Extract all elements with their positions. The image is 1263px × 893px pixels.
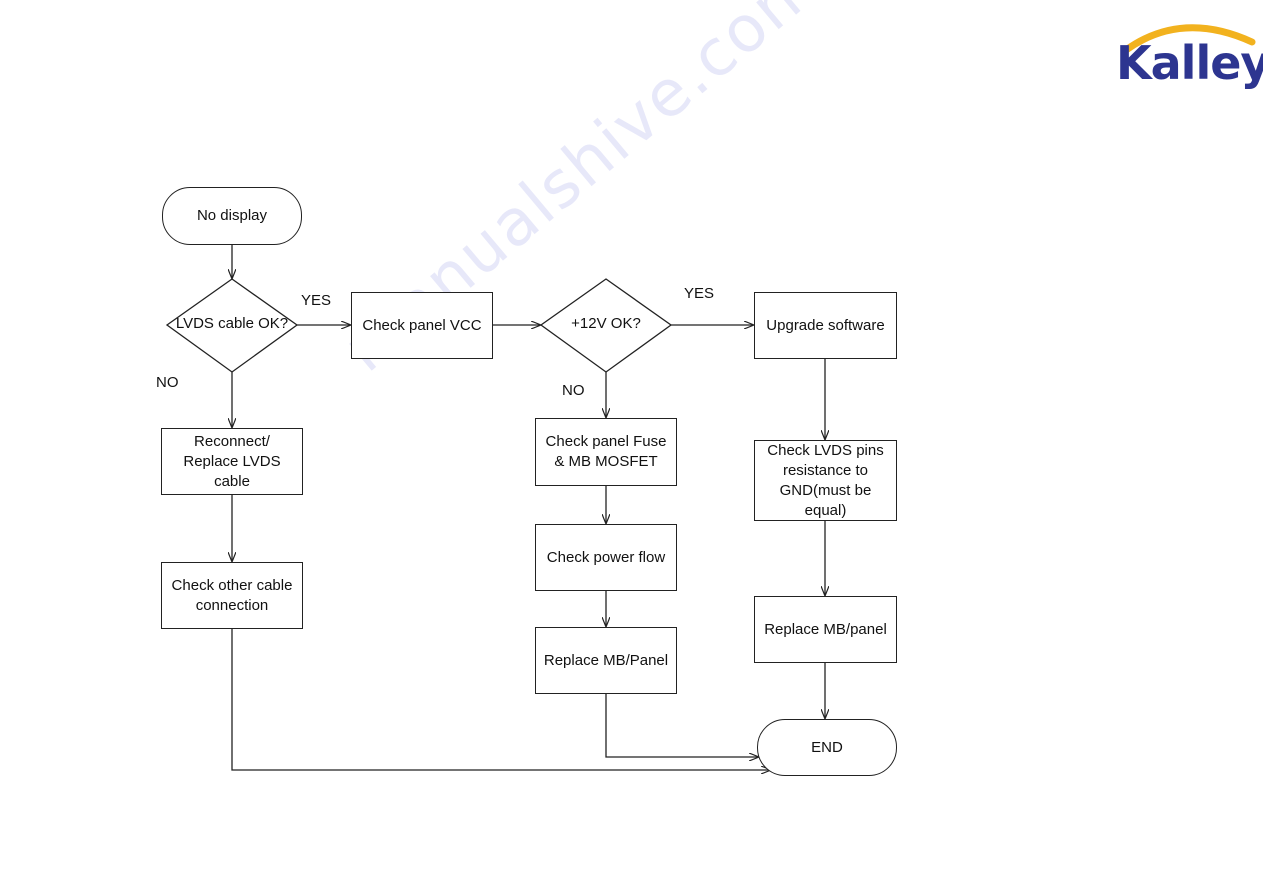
kalley-logo: Kalley xyxy=(1112,14,1263,96)
yes-label-lvds: YES xyxy=(301,292,332,309)
check-panel-vcc-label: Check panel VCC xyxy=(362,316,482,334)
lvds-decision-label: LVDS cable OK? xyxy=(175,315,289,332)
start-terminal: No display xyxy=(162,187,302,245)
upgrade-software-box: Upgrade software xyxy=(754,292,897,359)
reconnect-line-3: cable xyxy=(214,472,250,490)
lvds-pins-line-4: equal) xyxy=(804,501,847,519)
check-fuse-box: Check panel Fuse & MB MOSFET xyxy=(535,418,677,486)
reconnect-lvds-box: Reconnect/ Replace LVDS cable xyxy=(161,428,303,495)
check-power-flow-box: Check power flow xyxy=(535,524,677,591)
replace-right-label: Replace MB/panel xyxy=(764,620,887,638)
lvds-pins-line-2: resistance to xyxy=(782,461,869,479)
v12-decision-label: +12V OK? xyxy=(571,315,641,332)
start-label: No display xyxy=(196,207,268,224)
reconnect-line-1: Reconnect/ xyxy=(194,432,270,450)
check-other-cable-box: Check other cable connection xyxy=(161,562,303,629)
power-flow-label: Check power flow xyxy=(546,548,666,566)
lvds-pins-line-3: GND(must be xyxy=(779,481,872,499)
other-cable-line-1: Check other cable xyxy=(171,576,293,594)
check-lvds-pins-box: Check LVDS pins resistance to GND(must b… xyxy=(754,440,897,521)
fuse-line-2: & MB MOSFET xyxy=(554,453,658,470)
lvds-pins-line-1: Check LVDS pins xyxy=(767,441,884,459)
logo-text: Kalley xyxy=(1116,36,1263,90)
upgrade-software-label: Upgrade software xyxy=(766,316,885,334)
logo-swoosh-icon xyxy=(1122,24,1256,54)
other-cable-line-2: connection xyxy=(195,596,269,614)
yes-label-12v: YES xyxy=(684,285,715,302)
check-panel-vcc-box: Check panel VCC xyxy=(351,292,493,359)
end-label: END xyxy=(811,738,843,756)
replace-mb-panel-right-box: Replace MB/panel xyxy=(754,596,897,663)
fuse-line-1: Check panel Fuse xyxy=(545,433,667,450)
replace-mb-panel-mid-box: Replace MB/Panel xyxy=(535,627,677,694)
no-label-12v: NO xyxy=(562,382,585,399)
reconnect-line-2: Replace LVDS xyxy=(183,452,281,470)
end-terminal: END xyxy=(757,719,897,776)
replace-mid-label: Replace MB/Panel xyxy=(543,651,669,669)
no-label-lvds: NO xyxy=(156,374,179,391)
